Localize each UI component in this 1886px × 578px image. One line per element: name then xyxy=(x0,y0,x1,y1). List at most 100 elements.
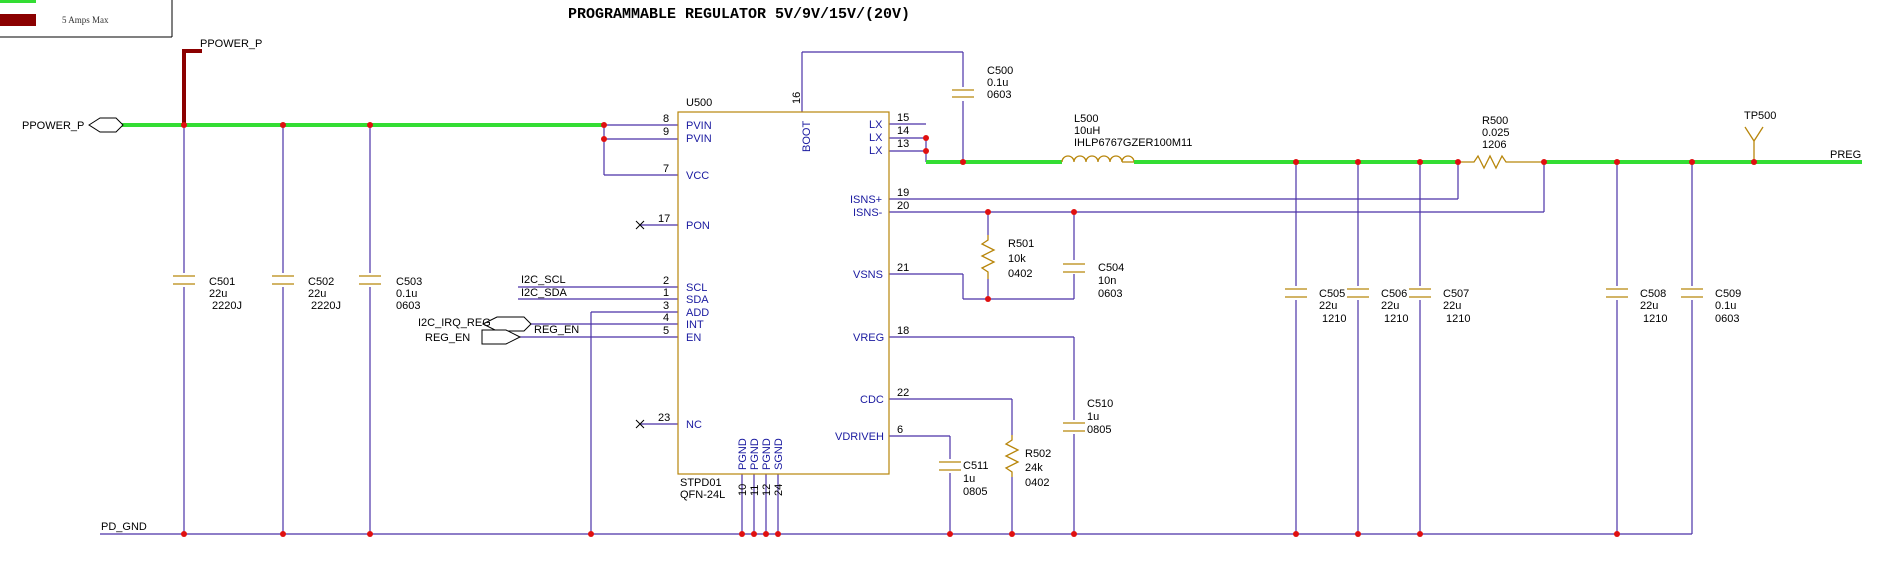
svg-text:2: 2 xyxy=(663,275,669,287)
svg-text:0603: 0603 xyxy=(987,89,1011,101)
svg-text:C503: C503 xyxy=(396,276,422,288)
svg-text:1210: 1210 xyxy=(1446,313,1470,325)
resistor-r502: R502 24k 0402 xyxy=(1004,435,1051,489)
svg-text:1210: 1210 xyxy=(1322,313,1346,325)
svg-text:R502: R502 xyxy=(1025,448,1051,460)
svg-text:20: 20 xyxy=(897,200,909,212)
svg-text:2220J: 2220J xyxy=(212,300,242,312)
svg-text:R500: R500 xyxy=(1482,115,1508,127)
svg-text:1u: 1u xyxy=(1087,411,1099,423)
reg-en-label: REG_EN xyxy=(425,332,470,344)
svg-text:10uH: 10uH xyxy=(1074,125,1100,137)
svg-text:IHLP6767GZER100M11: IHLP6767GZER100M11 xyxy=(1074,137,1192,149)
testpoint-tp500: TP500 xyxy=(1744,110,1776,162)
svg-text:18: 18 xyxy=(897,325,909,337)
svg-text:1210: 1210 xyxy=(1643,313,1667,325)
svg-text:ISNS-: ISNS- xyxy=(853,207,883,219)
nc-noconnect xyxy=(635,419,678,429)
page-title: PROGRAMMABLE REGULATOR 5V/9V/15V/(20V) xyxy=(568,6,910,23)
svg-text:C500: C500 xyxy=(987,65,1013,77)
svg-text:24k: 24k xyxy=(1025,462,1043,474)
i2c-irq-label: I2C_IRQ_REG xyxy=(418,317,491,329)
svg-text:0.1u: 0.1u xyxy=(987,77,1008,89)
i2c-sda-label: I2C_SDA xyxy=(521,287,568,299)
svg-text:10n: 10n xyxy=(1098,275,1116,287)
svg-text:16: 16 xyxy=(791,92,803,104)
svg-text:0805: 0805 xyxy=(963,486,987,498)
svg-text:C509: C509 xyxy=(1715,288,1741,300)
svg-text:INT: INT xyxy=(686,319,704,331)
svg-text:EN: EN xyxy=(686,332,701,344)
svg-text:0402: 0402 xyxy=(1025,477,1049,489)
pon-noconnect xyxy=(635,220,678,230)
ppower-port-icon xyxy=(88,117,124,133)
svg-text:BOOT: BOOT xyxy=(801,121,813,152)
svg-text:SGND: SGND xyxy=(773,438,785,470)
svg-text:C507: C507 xyxy=(1443,288,1469,300)
svg-text:ADD: ADD xyxy=(686,307,709,319)
svg-text:6: 6 xyxy=(897,424,903,436)
svg-text:1: 1 xyxy=(663,287,669,299)
svg-text:C501: C501 xyxy=(209,276,235,288)
svg-text:PVIN: PVIN xyxy=(686,133,712,145)
svg-text:C502: C502 xyxy=(308,276,334,288)
svg-text:7: 7 xyxy=(663,163,669,175)
svg-text:13: 13 xyxy=(897,138,909,150)
svg-text:VSNS: VSNS xyxy=(853,269,883,281)
svg-text:1210: 1210 xyxy=(1384,313,1408,325)
legend: 5 Amps Max xyxy=(0,0,173,38)
svg-text:21: 21 xyxy=(897,262,909,274)
ppower-up-label: PPOWER_P xyxy=(200,38,262,50)
capacitor-c510: C510 1u 0805 xyxy=(1063,398,1113,436)
svg-text:PVIN: PVIN xyxy=(686,120,712,132)
svg-text:22u: 22u xyxy=(308,288,326,300)
capacitor-c506: C506 22u 1210 xyxy=(1347,286,1408,325)
ic-package: QFN-24L xyxy=(680,489,725,501)
capacitor-c503: C503 0.1u 0603 xyxy=(359,273,422,312)
inductor-l500: L500 10uH IHLP6767GZER100M11 xyxy=(1061,113,1192,163)
svg-text:8: 8 xyxy=(663,113,669,125)
svg-text:9: 9 xyxy=(663,126,669,138)
svg-text:PGND: PGND xyxy=(761,438,773,470)
svg-text:ISNS+: ISNS+ xyxy=(850,194,882,206)
svg-text:LX: LX xyxy=(869,145,883,157)
svg-text:0603: 0603 xyxy=(1715,313,1739,325)
ppower-in-label: PPOWER_P xyxy=(22,120,84,132)
svg-text:19: 19 xyxy=(897,187,909,199)
svg-text:PON: PON xyxy=(686,220,710,232)
svg-text:LX: LX xyxy=(869,132,883,144)
svg-text:22: 22 xyxy=(897,387,909,399)
capacitor-c504: C504 10n 0603 xyxy=(1063,260,1124,300)
svg-text:VCC: VCC xyxy=(686,170,709,182)
svg-text:C504: C504 xyxy=(1098,262,1124,274)
ic-part: STPD01 xyxy=(680,477,722,489)
capacitor-c501: C501 22u 2220J xyxy=(173,273,242,312)
svg-text:0.025: 0.025 xyxy=(1482,127,1510,139)
pin-left-5: 5EN xyxy=(663,325,701,344)
gnd-label: PD_GND xyxy=(101,521,147,533)
svg-text:VREG: VREG xyxy=(853,332,884,344)
svg-text:L500: L500 xyxy=(1074,113,1098,125)
svg-text:5: 5 xyxy=(663,325,669,337)
svg-text:22u: 22u xyxy=(209,288,227,300)
svg-text:PGND: PGND xyxy=(737,438,749,470)
svg-text:10k: 10k xyxy=(1008,253,1026,265)
svg-text:3: 3 xyxy=(663,300,669,312)
i2c-scl-label: I2C_SCL xyxy=(521,274,566,286)
svg-text:C511: C511 xyxy=(963,460,988,472)
reg-en-port-icon xyxy=(481,329,522,345)
input-power-net: PPOWER_P PPOWER_P xyxy=(22,38,604,133)
